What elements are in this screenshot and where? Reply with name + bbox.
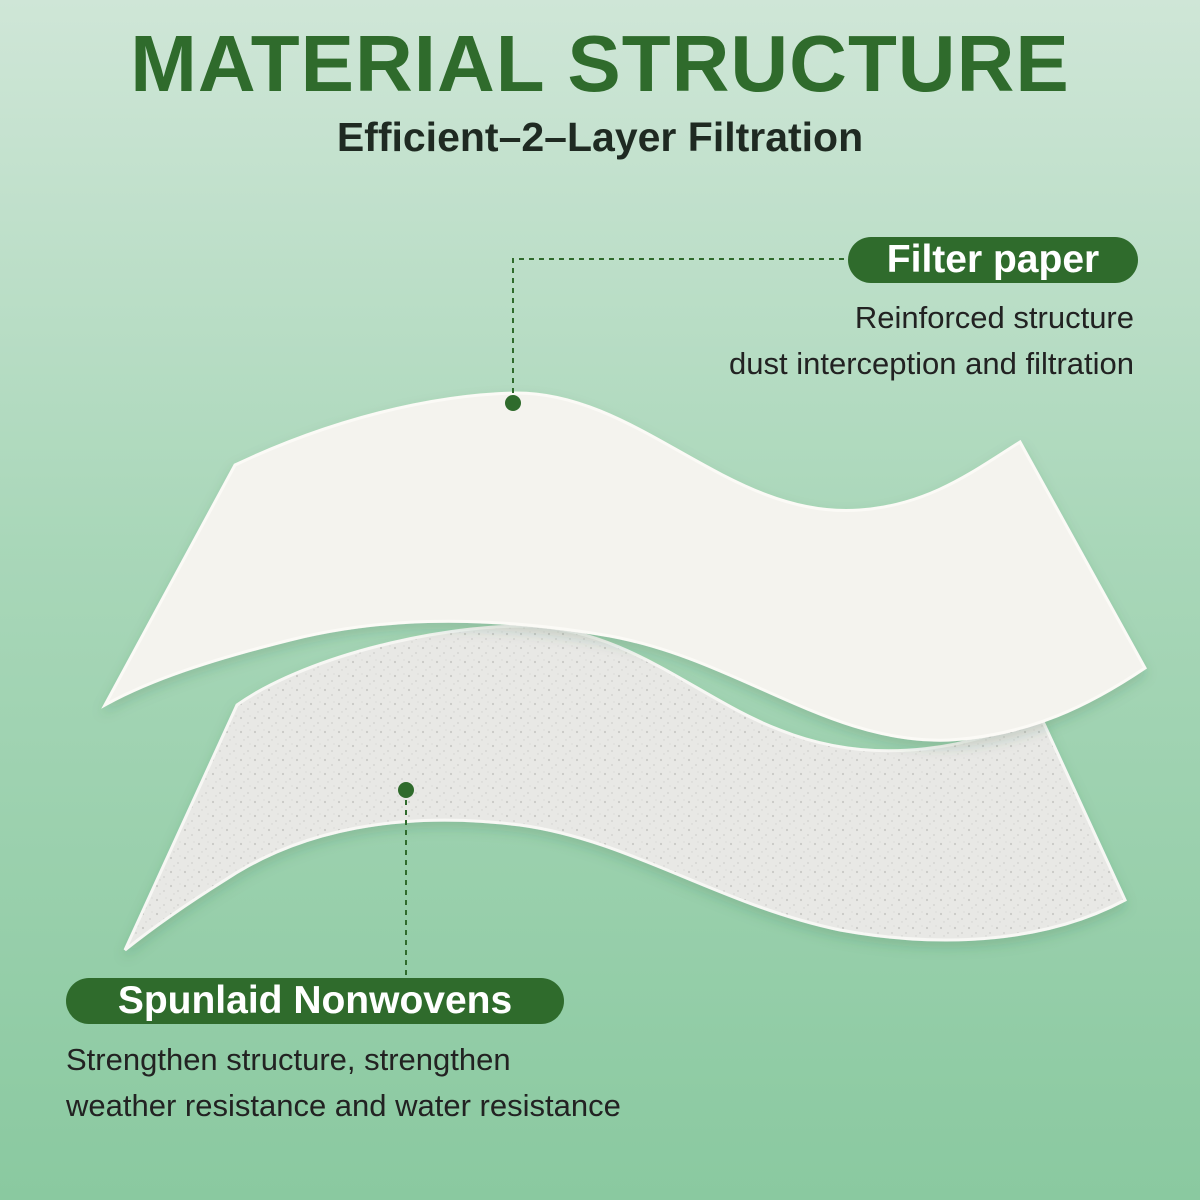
filter-paper-layer: [101, 391, 1147, 742]
nonwoven-description-line: weather resistance and water resistance: [66, 1088, 621, 1123]
filter-paper-callout-line: [512, 258, 848, 403]
filter-paper-description-line: dust interception and filtration: [729, 346, 1134, 381]
nonwoven-callout-dot: [398, 782, 414, 798]
nonwoven-description-line: Strengthen structure, strengthen: [66, 1042, 511, 1077]
nonwoven-description: Strengthen structure, strengthen weather…: [66, 1037, 621, 1129]
page-subtitle: Efficient–2–Layer Filtration: [336, 114, 864, 160]
filter-paper-callout-dot: [505, 395, 521, 411]
nonwoven-label: Spunlaid Nonwovens: [66, 978, 564, 1024]
page-title: MATERIAL STRUCTURE: [130, 19, 1070, 108]
filter-paper-label: Filter paper: [848, 237, 1138, 283]
filter-paper-description-line: Reinforced structure: [854, 300, 1134, 335]
filter-paper-description: Reinforced structure dust interception a…: [729, 295, 1134, 387]
